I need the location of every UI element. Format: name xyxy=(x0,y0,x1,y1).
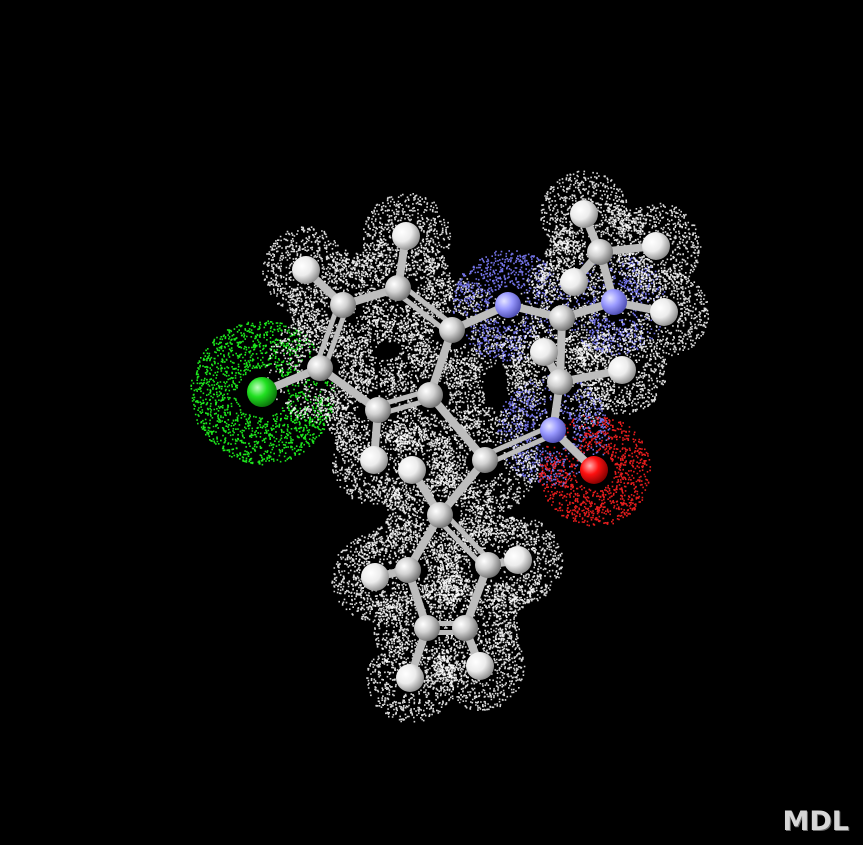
surface-dots-h10 xyxy=(371,426,457,514)
atom-h-h5[interactable] xyxy=(642,232,670,260)
surface-dots-c11 xyxy=(386,461,495,571)
surface-dots-n1 xyxy=(452,250,566,362)
surface-dots-h11 xyxy=(474,516,564,605)
atom-c-c7[interactable] xyxy=(549,305,575,331)
atom-c-c13[interactable] xyxy=(452,615,478,641)
atom-h-h11[interactable] xyxy=(504,546,532,574)
surface-dots-c12 xyxy=(437,512,542,620)
atom-h-h3[interactable] xyxy=(360,446,388,474)
atom-c-c5[interactable] xyxy=(417,382,443,408)
surface-dots-h5 xyxy=(612,202,702,291)
surface-dots-o1 xyxy=(538,415,652,527)
atom-c-c8[interactable] xyxy=(547,369,573,395)
atom-o-o1[interactable] xyxy=(580,456,608,484)
surface-dots-c3 xyxy=(344,235,454,344)
atom-h-h2[interactable] xyxy=(392,222,420,250)
atom-c-c2[interactable] xyxy=(330,292,356,318)
bond-c9-c5 xyxy=(426,391,489,464)
atom-c-c6[interactable] xyxy=(365,397,391,423)
surface-dots-n3 xyxy=(562,254,667,356)
surface-dots-h8 xyxy=(500,308,589,398)
surface-dots-c15 xyxy=(355,516,463,626)
atom-c-c4[interactable] xyxy=(439,317,465,343)
surface-dots-h6 xyxy=(530,239,617,327)
atom-n-n2[interactable] xyxy=(540,417,566,443)
surface-dots-h9 xyxy=(579,326,668,415)
atom-n-n3[interactable] xyxy=(601,289,627,315)
bond-n2-c9-0 xyxy=(484,431,558,467)
surface-dots-h3 xyxy=(332,417,419,505)
surface-dots-c4 xyxy=(398,277,508,386)
atom-h-h9[interactable] xyxy=(608,356,636,384)
atom-c-c15[interactable] xyxy=(395,557,421,583)
surface-dots-cl xyxy=(190,320,335,466)
atom-h-h6[interactable] xyxy=(560,268,588,296)
mdl-watermark: MDL xyxy=(782,806,850,837)
surface-dots-h7 xyxy=(620,268,710,357)
surface-dots-c6 xyxy=(324,356,433,465)
dotted-vdw-surface xyxy=(190,170,710,723)
atom-h-h8[interactable] xyxy=(530,338,558,366)
atom-c-c1[interactable] xyxy=(307,355,333,381)
atom-c-c9[interactable] xyxy=(472,447,498,473)
surface-dots-h12 xyxy=(331,533,420,623)
atom-c-c14[interactable] xyxy=(414,615,440,641)
surface-dots-h2 xyxy=(363,193,452,281)
atom-h-h13[interactable] xyxy=(466,652,494,680)
atom-h-h7[interactable] xyxy=(650,298,678,326)
atom-c-c3[interactable] xyxy=(385,275,411,301)
surface-dots-h14 xyxy=(366,634,455,723)
atom-n-n1[interactable] xyxy=(495,292,521,318)
atom-h-h1[interactable] xyxy=(292,256,320,284)
atom-cl-cl[interactable] xyxy=(247,377,277,407)
atom-h-h10[interactable] xyxy=(398,456,426,484)
surface-dots-c1 xyxy=(266,314,375,424)
atoms xyxy=(247,200,678,692)
bond-n2-c9-1 xyxy=(480,423,554,459)
surface-dots-c14 xyxy=(373,574,481,684)
atom-h-h12[interactable] xyxy=(361,563,389,591)
atom-h-h4[interactable] xyxy=(570,200,598,228)
atom-c-c11[interactable] xyxy=(427,502,453,528)
surface-dots-c2 xyxy=(289,252,399,360)
atom-h-h14[interactable] xyxy=(396,664,424,692)
atom-c-c10[interactable] xyxy=(587,239,613,265)
surface-dots-h13 xyxy=(436,624,526,711)
atom-c-c12[interactable] xyxy=(475,552,501,578)
